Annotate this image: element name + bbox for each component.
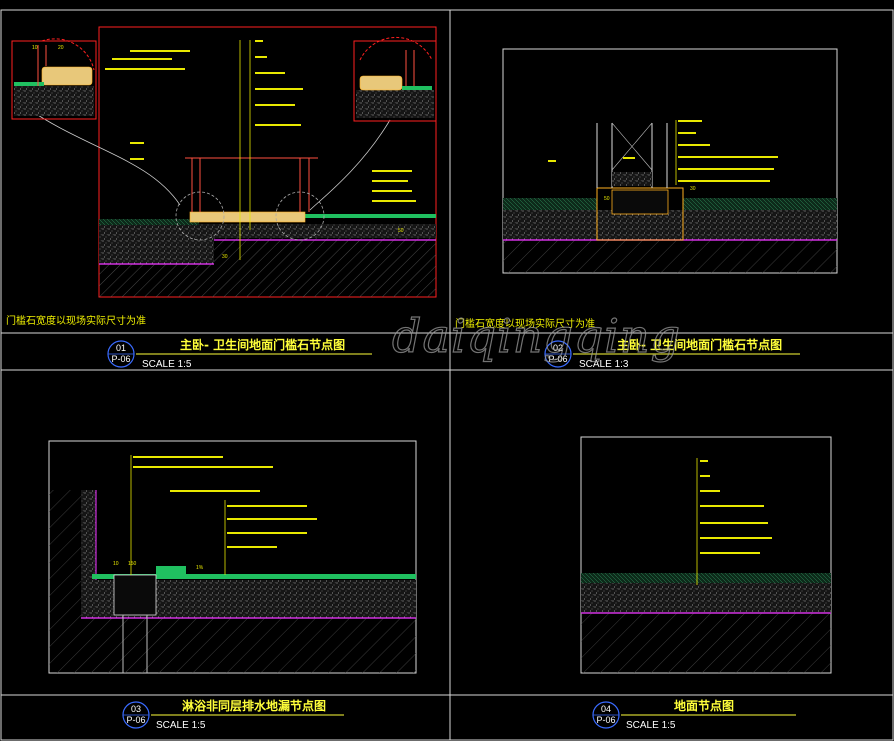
detail-02-title: 主卧- 卫生间地面门槛石节点图 — [617, 337, 782, 352]
detail-03-dim-b: 1% — [196, 565, 204, 571]
title-block-01: 01 P-06 主卧- 卫生间地面门槛石节点图 SCALE 1:5 — [107, 337, 372, 370]
detail-03-number: 03 — [131, 704, 141, 714]
title-block-03: 03 P-06 淋浴非同层排水地漏节点图 SCALE 1:5 — [122, 698, 344, 731]
detail-02-number: 02 — [553, 343, 563, 353]
detail-03-dim-c: 10 — [113, 561, 119, 567]
detail-02-dim-b: 30 — [690, 186, 696, 192]
detail-01-dim-b: 20 — [58, 45, 64, 51]
detail-02-scale: SCALE 1:3 — [579, 359, 629, 370]
detail-01-dim-d: 30 — [222, 254, 228, 260]
detail-02-dim-a: 50 — [604, 196, 610, 202]
detail-04-sheet: P-06 — [596, 715, 615, 725]
detail-02-note: 门槛石宽度以现场实际尺寸为准 — [455, 317, 595, 330]
title-block-02: 02 P-06 主卧- 卫生间地面门槛石节点图 SCALE 1:3 — [544, 337, 800, 370]
detail-01-number: 01 — [116, 343, 126, 353]
detail-02-dims: 50 30 — [604, 186, 696, 202]
detail-01-title: 主卧- 卫生间地面门槛石节点图 — [180, 337, 345, 352]
detail-03-title: 淋浴非同层排水地漏节点图 — [182, 698, 326, 713]
watermark: daiqingqing — [392, 309, 681, 363]
detail-04-title: 地面节点图 — [674, 698, 734, 713]
detail-01-scale: SCALE 1:5 — [142, 359, 192, 370]
detail-02-drawing — [502, 48, 838, 274]
detail-03-sheet: P-06 — [126, 715, 145, 725]
detail-01-drawing — [11, 26, 437, 298]
sheet-grid — [0, 9, 894, 741]
detail-03-scale: SCALE 1:5 — [156, 720, 206, 731]
detail-04-drawing — [580, 436, 832, 674]
detail-01-dim-a: 10 — [32, 45, 38, 51]
detail-04-number: 04 — [601, 704, 611, 714]
detail-02-sheet: P-06 — [548, 354, 567, 364]
detail-01-dims: 10 20 50 30 — [32, 45, 404, 260]
title-block-04: 04 P-06 地面节点图 SCALE 1:5 — [592, 698, 796, 731]
detail-01-sheet: P-06 — [111, 354, 130, 364]
detail-01-note: 门槛石宽度以现场实际尺寸为准 — [6, 314, 146, 327]
detail-03-dim-a: 150 — [128, 561, 137, 567]
detail-04-scale: SCALE 1:5 — [626, 720, 676, 731]
detail-03-drawing — [48, 440, 417, 674]
detail-01-dim-c: 50 — [398, 228, 404, 234]
detail-03-dims: 150 1% 10 — [113, 561, 204, 571]
